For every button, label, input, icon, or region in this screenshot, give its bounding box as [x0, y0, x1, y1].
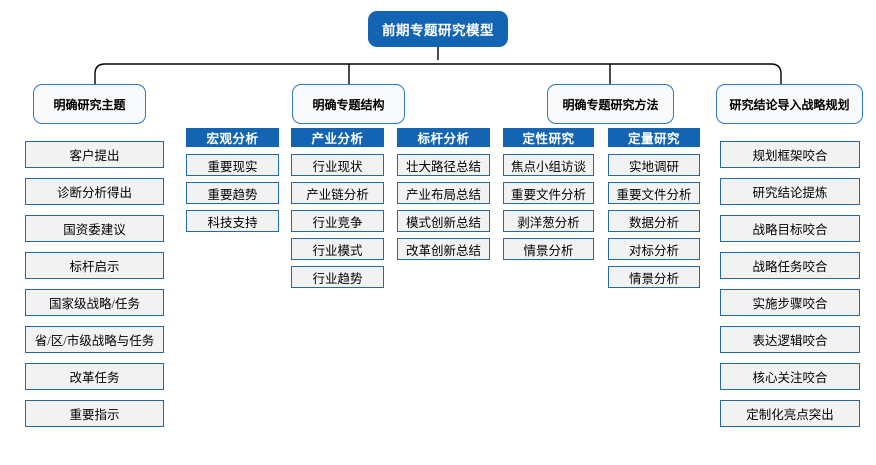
- list-item[interactable]: 行业现状: [291, 154, 384, 176]
- list-item[interactable]: 表达逻辑咬合: [720, 326, 860, 353]
- group-header-quantitative-research: 定量研究: [608, 128, 700, 147]
- column-benchmark-analysis: 标杆分析 壮大路径总结 产业布局总结 模式创新总结 改革创新总结: [397, 128, 490, 266]
- list-item[interactable]: 国家级战略/任务: [25, 289, 164, 316]
- list-item[interactable]: 核心关注咬合: [720, 363, 860, 390]
- group-header-macro-analysis: 宏观分析: [186, 128, 279, 147]
- list-item[interactable]: 实地调研: [608, 154, 700, 176]
- list-item[interactable]: 研究结论提炼: [720, 178, 860, 205]
- diagram-title: 前期专题研究模型: [368, 11, 508, 47]
- list-item[interactable]: 国资委建议: [25, 215, 164, 242]
- list-item[interactable]: 实施步骤咬合: [720, 289, 860, 316]
- list-item[interactable]: 定制化亮点突出: [720, 400, 860, 427]
- column-quantitative-research: 定量研究 实地调研 重要文件分析 数据分析 对标分析 情景分析: [608, 128, 700, 294]
- list-item[interactable]: 壮大路径总结: [397, 154, 490, 176]
- column-research-topic: 客户提出 诊断分析得出 国资委建议 标杆启示 国家级战略/任务 省/区/市级战略…: [25, 141, 164, 437]
- list-item[interactable]: 科技支持: [186, 210, 279, 232]
- list-item[interactable]: 数据分析: [608, 210, 700, 232]
- list-item[interactable]: 重要文件分析: [608, 182, 700, 204]
- group-header-industry-analysis: 产业分析: [291, 128, 384, 147]
- branch-node-strategy-import[interactable]: 研究结论导入战略规划: [716, 84, 863, 124]
- branch-node-topic-structure[interactable]: 明确专题结构: [292, 84, 405, 124]
- column-macro-analysis: 宏观分析 重要现实 重要趋势 科技支持: [186, 128, 279, 238]
- list-item[interactable]: 情景分析: [503, 238, 594, 260]
- list-item[interactable]: 重要文件分析: [503, 182, 594, 204]
- column-qualitative-research: 定性研究 焦点小组访谈 重要文件分析 剥洋葱分析 情景分析: [503, 128, 594, 266]
- list-item[interactable]: 重要指示: [25, 400, 164, 427]
- list-item[interactable]: 模式创新总结: [397, 210, 490, 232]
- list-item[interactable]: 行业竞争: [291, 210, 384, 232]
- list-item[interactable]: 产业布局总结: [397, 182, 490, 204]
- list-item[interactable]: 规划框架咬合: [720, 141, 860, 168]
- branch-node-research-method[interactable]: 明确专题研究方法: [547, 84, 674, 124]
- list-item[interactable]: 剥洋葱分析: [503, 210, 594, 232]
- list-item[interactable]: 诊断分析得出: [25, 178, 164, 205]
- list-item[interactable]: 行业模式: [291, 238, 384, 260]
- branch-node-research-topic[interactable]: 明确研究主题: [33, 84, 146, 124]
- list-item[interactable]: 战略目标咬合: [720, 215, 860, 242]
- list-item[interactable]: 对标分析: [608, 238, 700, 260]
- list-item[interactable]: 省/区/市级战略与任务: [25, 326, 164, 353]
- list-item[interactable]: 行业趋势: [291, 266, 384, 288]
- list-item[interactable]: 战略任务咬合: [720, 252, 860, 279]
- list-item[interactable]: 焦点小组访谈: [503, 154, 594, 176]
- list-item[interactable]: 改革任务: [25, 363, 164, 390]
- list-item[interactable]: 重要趋势: [186, 182, 279, 204]
- list-item[interactable]: 重要现实: [186, 154, 279, 176]
- list-item[interactable]: 产业链分析: [291, 182, 384, 204]
- list-item[interactable]: 标杆启示: [25, 252, 164, 279]
- list-item[interactable]: 情景分析: [608, 266, 700, 288]
- list-item[interactable]: 客户提出: [25, 141, 164, 168]
- group-header-benchmark-analysis: 标杆分析: [397, 128, 490, 147]
- column-strategy-alignment: 规划框架咬合 研究结论提炼 战略目标咬合 战略任务咬合 实施步骤咬合 表达逻辑咬…: [720, 141, 860, 437]
- list-item[interactable]: 改革创新总结: [397, 238, 490, 260]
- group-header-qualitative-research: 定性研究: [503, 128, 594, 147]
- column-industry-analysis: 产业分析 行业现状 产业链分析 行业竞争 行业模式 行业趋势: [291, 128, 384, 294]
